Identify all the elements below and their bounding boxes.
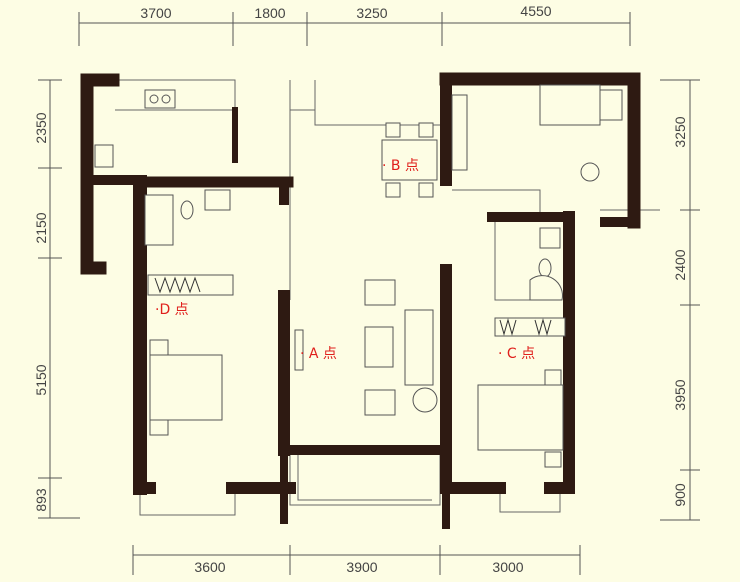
- walls: [80, 72, 641, 529]
- chair-icon: [580, 162, 600, 182]
- dining-table-icon: [381, 139, 438, 181]
- point-c-label: · C 点: [498, 346, 535, 362]
- furniture: [94, 84, 623, 468]
- left-dimension-labels: 2350 2150 5150 893: [33, 112, 49, 511]
- dim-bottom-2: 3900: [346, 559, 377, 575]
- wardrobe-b-icon: [451, 94, 468, 171]
- stove-icon: [144, 89, 176, 109]
- dim-bottom-3: 3000: [492, 559, 523, 575]
- dim-top-1: 3700: [140, 5, 171, 21]
- dim-right-3: 3950: [672, 379, 688, 410]
- point-b-label: · B 点: [382, 158, 419, 174]
- point-d-label: ·D 点: [155, 302, 189, 318]
- basin-c-icon: [539, 227, 561, 249]
- dim-left-4: 893: [33, 488, 49, 512]
- bed-c-icon: [477, 384, 564, 451]
- toilet-icon: [180, 200, 194, 220]
- armchair-icon: [364, 279, 396, 306]
- side-table-icon: [412, 387, 438, 413]
- dim-top-3: 3250: [356, 5, 387, 21]
- dim-right-4: 900: [672, 483, 688, 507]
- bed-d-icon: [149, 354, 223, 421]
- dim-left-1: 2350: [33, 112, 49, 143]
- top-dimension-labels: 3700 1800 3250 4550: [140, 3, 551, 21]
- dim-top-2: 1800: [254, 5, 285, 21]
- right-dimension-labels: 3250 2400 3950 900: [672, 116, 688, 506]
- point-a-label: · A 点: [300, 346, 337, 362]
- coffee-table-icon: [364, 326, 394, 368]
- bed-b-icon: [539, 84, 601, 126]
- dim-right-2: 2400: [672, 249, 688, 280]
- bottom-dimension-labels: 3600 3900 3000: [194, 559, 523, 575]
- tv-cabinet-icon: [294, 329, 304, 371]
- dimension-lines: [38, 12, 700, 575]
- sofa-icon: [404, 309, 434, 386]
- dim-left-2: 2150: [33, 212, 49, 243]
- dim-right-1: 3250: [672, 116, 688, 147]
- bathtub-icon: [144, 194, 174, 246]
- dim-top-4: 4550: [520, 3, 551, 19]
- shower-icon: [529, 275, 563, 301]
- toilet-c-icon: [538, 258, 552, 278]
- kitchen-sink-icon: [94, 144, 114, 168]
- dim-left-3: 5150: [33, 364, 49, 395]
- basin-icon: [204, 189, 231, 211]
- dim-bottom-1: 3600: [194, 559, 225, 575]
- armchair-icon: [364, 389, 396, 416]
